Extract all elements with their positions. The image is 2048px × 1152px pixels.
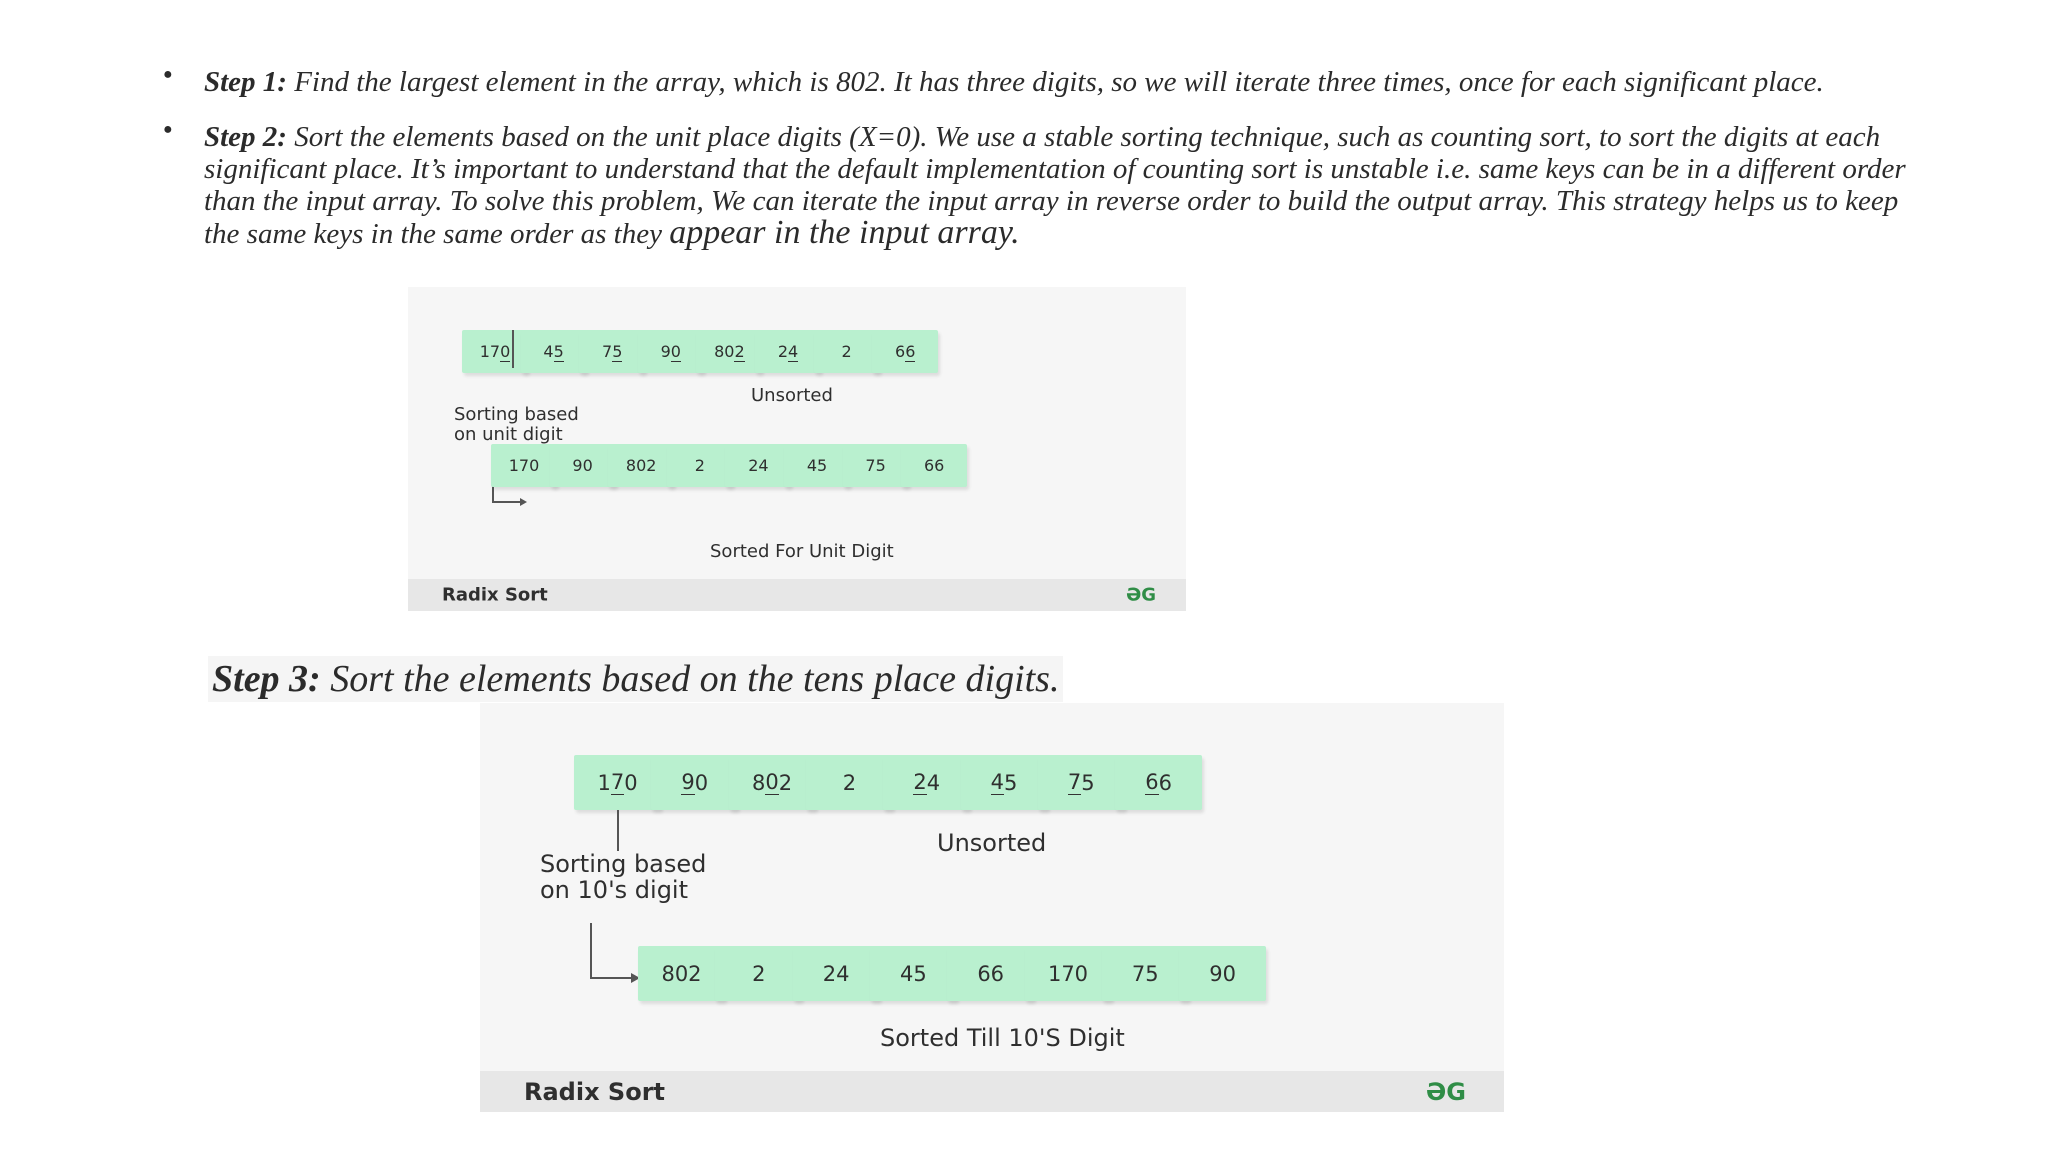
arrow-line-vertical: [590, 923, 592, 978]
sorted-number-box: 170: [491, 444, 557, 487]
sorted-number-box: 45: [784, 444, 850, 487]
bullet-dot: ●: [163, 121, 173, 138]
sorted-number-box: 90: [549, 444, 616, 487]
connector-line: [617, 810, 619, 851]
gfg-logo-icon: ƏG: [1125, 584, 1156, 606]
step-2-paragraph: Step 2: Sort the elements based on the u…: [204, 121, 1914, 250]
step-3-text: Sort the elements based on the tens plac…: [320, 658, 1060, 700]
step-2-text: Sort the elements based on the unit plac…: [204, 121, 1906, 250]
sorted-number-box: 66: [901, 444, 968, 487]
unsorted-label: Unsorted: [937, 829, 1047, 857]
step-2-label: Step 2:: [204, 121, 287, 153]
side-label-line-2: on unit digit: [454, 424, 563, 445]
sorted-number-box: 75: [842, 444, 909, 487]
step-1-paragraph: Step 1: Find the largest element in the …: [204, 66, 1914, 98]
sorted-number-box: 75: [1101, 946, 1189, 1001]
diagram-footer: Radix Sort ƏG: [408, 579, 1186, 611]
sorted-number-box: 24: [792, 946, 880, 1001]
unsorted-number-box: 2: [805, 755, 893, 810]
footer-title: Radix Sort: [442, 584, 548, 606]
sorted-number-box: 802: [638, 946, 725, 1001]
sorted-number-box: 66: [947, 946, 1035, 1001]
arrow-line-horizontal: [590, 977, 633, 979]
sorted-number-box: 802: [608, 444, 675, 487]
bullet-dot: ●: [163, 66, 173, 83]
diagram-footer: Radix Sort ƏG: [480, 1071, 1504, 1112]
side-label: Sorting based on unit digit: [454, 405, 579, 445]
sorted-number-box: 2: [666, 444, 733, 487]
sorted-number-box: 45: [869, 946, 957, 1001]
step-1-text: Find the largest element in the array, w…: [286, 66, 1824, 98]
sorted-number-box: 2: [715, 946, 803, 1001]
sorted-label: Sorted Till 10'S Digit: [880, 1024, 1125, 1052]
step-3-label: Step 3:: [212, 658, 321, 700]
sorted-number-box: 24: [725, 444, 792, 487]
sorted-number-box: 170: [1024, 946, 1112, 1001]
step-1-label: Step 1:: [204, 66, 287, 98]
step-3-heading: Step 3: Sort the elements based on the t…: [208, 656, 1064, 702]
arrow-head-icon: [520, 498, 527, 506]
gfg-logo-icon: ƏG: [1425, 1077, 1466, 1106]
sorted-number-box: 90: [1179, 946, 1267, 1001]
unsorted-number-box: 2: [813, 330, 880, 373]
arrow-line-horizontal: [492, 501, 522, 503]
step-2-text-large: appear in the input array.: [669, 214, 1020, 251]
connector-line: [512, 330, 514, 368]
arrow-head-icon: [631, 973, 640, 983]
unsorted-label: Unsorted: [751, 385, 833, 406]
side-label-line-2: on 10's digit: [540, 876, 689, 904]
side-label-line-1: Sorting based: [540, 850, 707, 878]
footer-title: Radix Sort: [524, 1077, 665, 1106]
side-label: Sorting based on 10's digit: [540, 851, 706, 903]
side-label-line-1: Sorting based: [454, 404, 579, 425]
sorted-label: Sorted For Unit Digit: [710, 541, 894, 562]
